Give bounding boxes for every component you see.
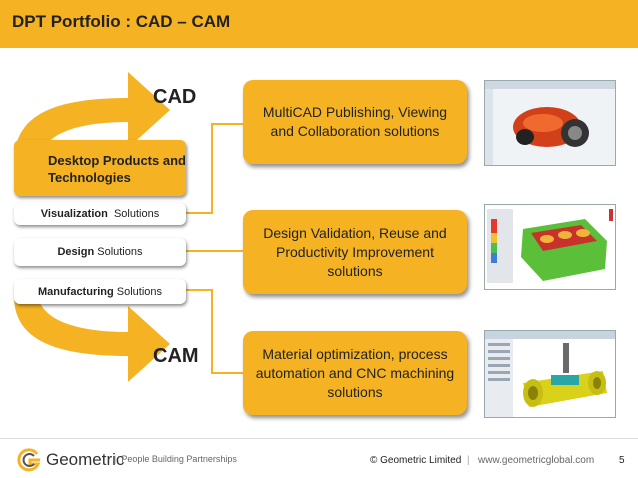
page-number: 5	[619, 455, 625, 466]
page-title: DPT Portfolio : CAD – CAM	[12, 12, 231, 31]
desktop-products-tab: Desktop Products and Technologies	[14, 140, 186, 196]
multicad-box: MultiCAD Publishing, Viewing and Collabo…	[243, 80, 467, 164]
design-tab: Design Solutions	[14, 238, 186, 266]
copyright-text: © Geometric Limited	[370, 455, 462, 466]
connector-manufacturing	[186, 289, 243, 374]
manufacturing-tab: Manufacturing Solutions	[14, 279, 186, 304]
visualization-tab: Visualization Solutions	[14, 203, 186, 225]
cam-label: CAM	[153, 345, 199, 367]
cam-arrow-shape	[14, 296, 170, 382]
design-validation-box: Design Validation, Reuse and Productivit…	[243, 210, 467, 294]
connector-visualization	[186, 123, 243, 214]
material-optimization-box: Material optimization, process automatio…	[243, 331, 467, 415]
design-suffix: Solutions	[97, 246, 143, 258]
manufacturing-suffix: Solutions	[116, 285, 163, 298]
tagline-text: People Building Partnerships	[121, 454, 237, 464]
cad-arrow-shape	[14, 72, 170, 162]
brand-tagline: | People Building Partnerships	[114, 454, 237, 464]
footer-divider	[0, 438, 638, 439]
cad-label: CAD	[153, 86, 197, 108]
visualization-suffix: Solutions	[113, 208, 160, 220]
screenshot-engine-block	[484, 204, 616, 290]
manufacturing-label: Manufacturing	[37, 285, 114, 298]
screenshot-cnc-machining	[484, 330, 616, 418]
website-link[interactable]: www.geometricglobal.com	[478, 455, 595, 466]
geometric-logo-icon	[17, 448, 41, 472]
visualization-label: Visualization	[40, 208, 108, 220]
brand-name: Geometric	[46, 450, 125, 469]
screenshot-automotive-part	[484, 80, 616, 166]
title-bar: DPT Portfolio : CAD – CAM	[0, 0, 638, 48]
design-label: Design	[57, 246, 95, 258]
footer-separator: |	[467, 455, 470, 466]
